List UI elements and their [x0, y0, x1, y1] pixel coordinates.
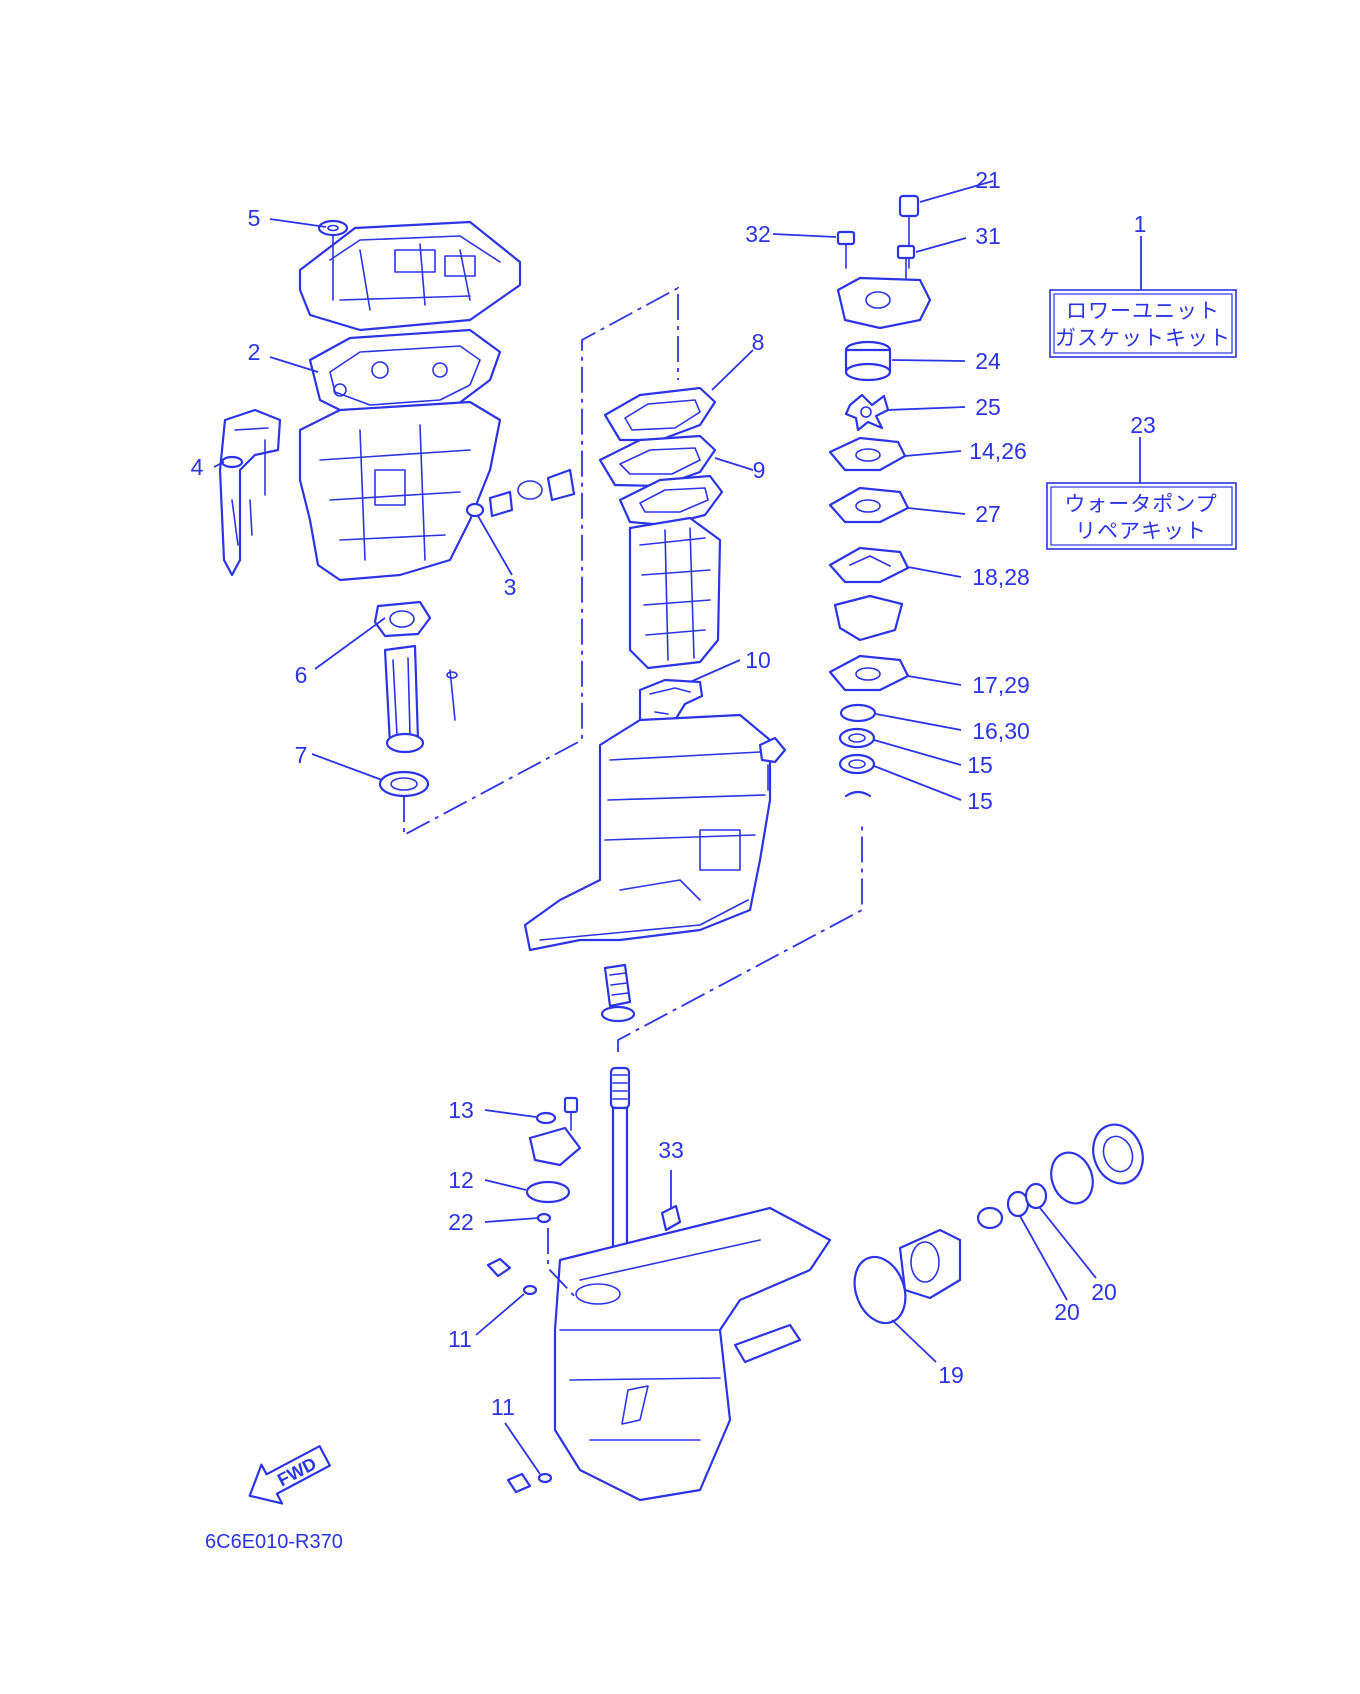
fwd-arrow: FWD [248, 1445, 331, 1505]
callout-11b: 11 [491, 1394, 515, 1420]
callout-12: 12 [448, 1167, 474, 1193]
water-pump-kit-line1: ウォータポンプ [1064, 492, 1217, 516]
gasket-kit-line1: ロワーユニット [1066, 299, 1220, 323]
callout-2: 2 [248, 339, 261, 365]
callout-21: 21 [975, 167, 1001, 193]
callout-25: 25 [975, 394, 1001, 420]
callout-27: 27 [975, 501, 1001, 527]
callout-18-28: 18,28 [972, 564, 1030, 590]
water-pump-kit-line2: リペアキット [1075, 519, 1207, 543]
water-pump-drawing [828, 194, 932, 798]
callout-labels: 1 2 3 4 5 6 7 8 9 10 11 11 12 13 14,26 1… [191, 167, 1156, 1420]
callout-7: 7 [295, 742, 308, 768]
callout-20b: 20 [1091, 1279, 1117, 1305]
gasket-set-drawing [598, 386, 724, 670]
callout-11a: 11 [448, 1326, 472, 1352]
lower-casing-drawing [523, 713, 787, 1023]
callout-31: 31 [975, 223, 1001, 249]
callout-1: 1 [1134, 211, 1147, 237]
callout-24: 24 [975, 348, 1001, 374]
callout-6: 6 [295, 662, 308, 688]
callout-13: 13 [448, 1097, 474, 1123]
assembly-dash-line-left [403, 286, 679, 837]
water-pump-kit-box: ウォータポンプ リペアキット [1046, 482, 1237, 550]
callout-16-30: 16,30 [972, 718, 1030, 744]
gearcase-drawing [486, 1066, 1144, 1502]
callout-15b: 15 [967, 788, 993, 814]
leader-lines [213, 180, 1142, 1475]
callout-8: 8 [752, 329, 765, 355]
callout-19: 19 [938, 1362, 964, 1388]
diagram-code: 6C6E010-R370 [205, 1531, 343, 1553]
callout-32: 32 [745, 221, 771, 247]
callout-3: 3 [504, 574, 517, 600]
callout-17-29: 17,29 [972, 672, 1030, 698]
callout-33: 33 [658, 1137, 684, 1163]
callout-20a: 20 [1054, 1299, 1080, 1325]
callout-10: 10 [745, 647, 771, 673]
callout-4: 4 [191, 454, 204, 480]
callout-14-26: 14,26 [969, 438, 1027, 464]
gasket-kit-line2: ガスケットキット [1055, 326, 1231, 350]
callout-9: 9 [753, 457, 766, 483]
assembly-dash-line-right [617, 822, 863, 1052]
callout-5: 5 [248, 205, 261, 231]
callout-15a: 15 [967, 752, 993, 778]
upper-casing-drawing [218, 219, 576, 798]
callout-23: 23 [1130, 412, 1156, 438]
gasket-kit-box: ロワーユニット ガスケットキット [1049, 289, 1237, 358]
callout-22: 22 [448, 1209, 474, 1235]
